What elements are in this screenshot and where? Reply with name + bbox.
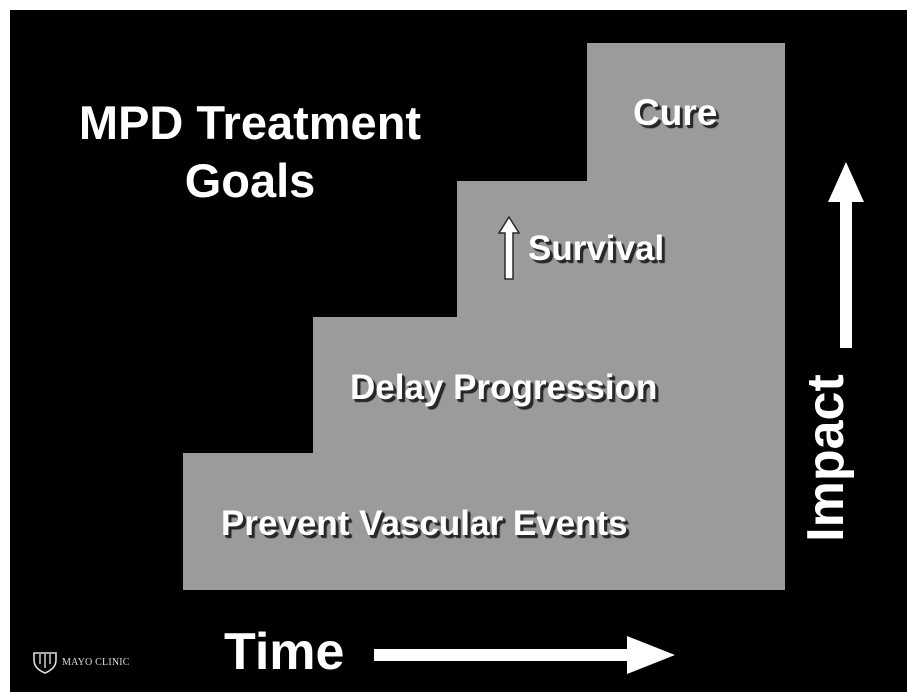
slide: Prevent Vascular Events Delay Progressio… bbox=[10, 10, 907, 692]
time-arrow-icon bbox=[372, 634, 677, 676]
slide-title: MPD Treatment Goals bbox=[78, 96, 422, 207]
step-label-cure: Cure bbox=[633, 92, 718, 133]
step-label-survival-group: Survival bbox=[498, 215, 664, 281]
impact-arrow-icon bbox=[826, 160, 866, 350]
impact-axis-label: Impact bbox=[797, 374, 855, 542]
step-block-2 bbox=[313, 317, 785, 454]
logo-text: MAYO CLINIC bbox=[62, 656, 130, 668]
mayo-clinic-logo: MAYO CLINIC bbox=[32, 650, 130, 674]
step-label-delay-progression: Delay Progression bbox=[350, 368, 658, 407]
step-label-prevent-vascular-events: Prevent Vascular Events bbox=[221, 504, 628, 543]
up-arrow-icon bbox=[498, 215, 520, 281]
mayo-clinic-shield-icon bbox=[32, 650, 58, 674]
time-axis-label: Time bbox=[224, 623, 345, 681]
step-block-1 bbox=[183, 453, 785, 590]
step-block-4 bbox=[587, 43, 785, 182]
step-label-survival: Survival bbox=[528, 228, 665, 268]
